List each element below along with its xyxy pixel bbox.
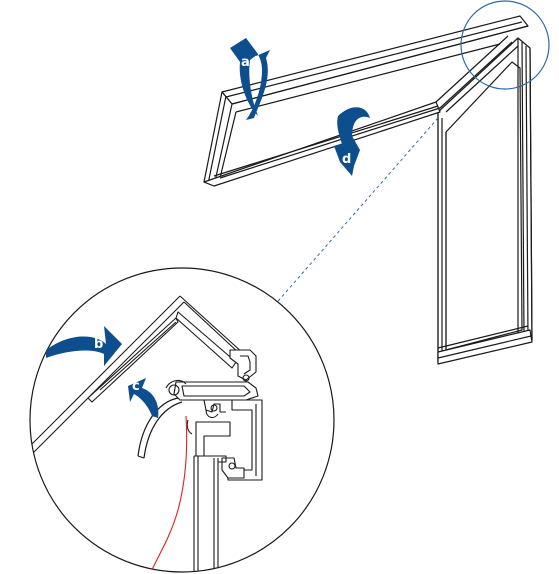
hinge-detail-circle <box>460 0 550 90</box>
arrow-c: c <box>128 378 159 418</box>
label-a: a <box>241 55 250 70</box>
label-c: c <box>132 379 140 394</box>
fixed-frame <box>437 37 533 365</box>
arrow-a: a <box>230 38 270 120</box>
label-b: b <box>94 337 103 352</box>
swing-arc <box>137 397 183 459</box>
leader-line <box>271 117 439 309</box>
window-frame <box>203 15 533 365</box>
frame-profile-section <box>165 379 263 572</box>
section-detail-circle <box>29 267 335 573</box>
open-sash <box>203 15 529 187</box>
label-d: d <box>342 152 351 167</box>
section-detail <box>29 267 335 573</box>
arrow-b: b <box>46 326 122 366</box>
red-wire <box>149 415 188 572</box>
sash-profile-section <box>30 295 257 457</box>
arrow-d: d <box>334 107 370 176</box>
